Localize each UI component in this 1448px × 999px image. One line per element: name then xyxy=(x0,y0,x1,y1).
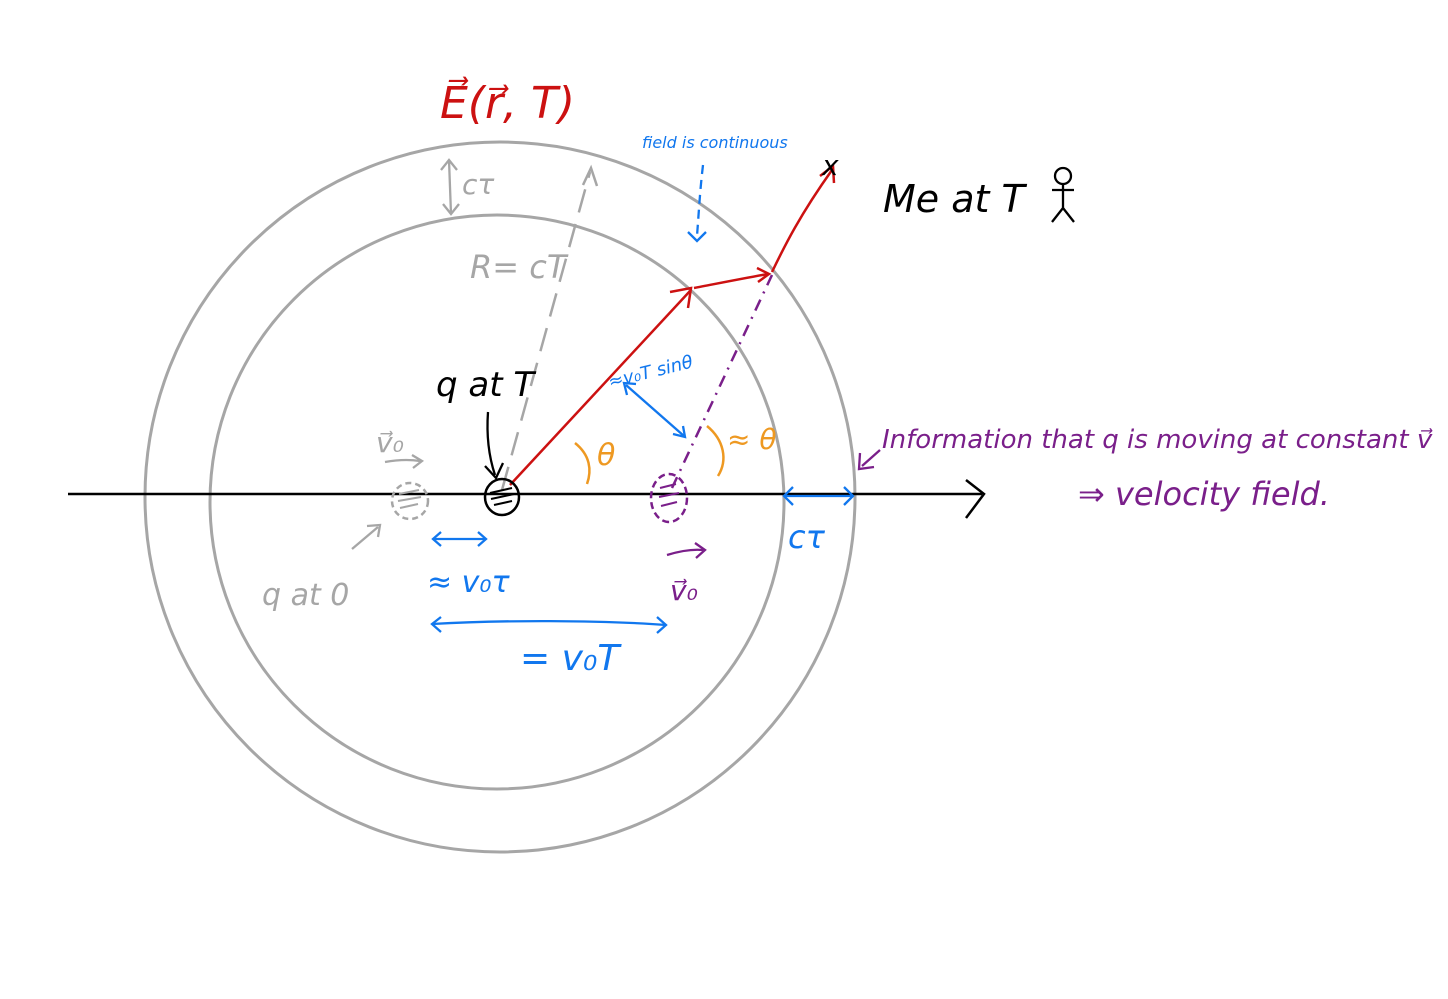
v0-gray-arrowhead-icon xyxy=(411,454,425,469)
extrapolated-charge xyxy=(649,472,689,524)
x-axis-arrowhead-icon xyxy=(965,479,986,519)
inner-shell xyxy=(208,213,786,791)
theta-label: θ xyxy=(597,438,615,473)
v0-purple-arrowhead-icon xyxy=(694,542,707,559)
charge-at-zero xyxy=(390,481,430,521)
radius-arrowhead-icon xyxy=(581,164,599,187)
field-continuous-label: field is continuous xyxy=(642,133,788,152)
e-field-label: E⃗(r⃗, T) xyxy=(440,76,575,129)
field-line-kink xyxy=(693,272,769,290)
info-line-1: Information that q is moving at constant… xyxy=(882,425,1433,455)
charge-at-t xyxy=(483,477,521,517)
q-at-t-pointer xyxy=(486,411,497,476)
field-line-inner-arrowhead-icon xyxy=(669,286,693,309)
field-line-outer xyxy=(770,169,834,273)
me-at-t-label: Me at T xyxy=(883,177,1028,221)
outer-shell xyxy=(143,140,857,854)
info-line-2: ⇒ velocity field. xyxy=(1078,475,1330,513)
c-tau-right-span-heads-icon xyxy=(782,486,855,506)
q-at-zero-pointer xyxy=(351,526,379,550)
v0-purple-arrow xyxy=(666,548,704,557)
radius-label: R= cT xyxy=(470,248,569,286)
v0-gray-label: v⃗₀ xyxy=(376,426,404,459)
info-pointer-arrowhead-icon xyxy=(857,452,875,471)
v0-t-span xyxy=(431,619,667,627)
field-continuous-arrowhead-icon xyxy=(687,231,707,243)
c-tau-top-marker xyxy=(440,158,460,216)
v0-tau-label: ≈ v₀τ xyxy=(427,565,510,600)
v0-t-label: = v₀T xyxy=(520,638,622,679)
approx-theta-label: ≈ θ xyxy=(727,423,777,456)
field-line-kink-arrowhead-icon xyxy=(756,266,772,284)
radius-dashed-line xyxy=(500,171,592,491)
v0-t-sin-span-heads-icon xyxy=(622,381,687,439)
v0-t-span-heads-icon xyxy=(430,616,668,634)
q-at-zero-pointer-arrowhead-icon xyxy=(366,523,382,538)
observer-x-label: x xyxy=(821,149,839,182)
theta-arc xyxy=(574,442,591,485)
info-pointer xyxy=(861,449,881,467)
c-tau-top-label: cτ xyxy=(462,168,494,201)
v0-t-sin-label: ≈v₀T sinθ xyxy=(606,352,695,393)
q-at-t-pointer-arrowhead-icon xyxy=(484,462,505,481)
v0-t-sin-span xyxy=(625,384,685,437)
q-at-t-label: q at T xyxy=(436,365,536,405)
field-line-outer-arrowhead-icon xyxy=(819,163,836,184)
field-line-inner xyxy=(509,290,691,486)
v0-tau-span-heads-icon xyxy=(431,531,488,547)
v0-purple-label: v⃗₀ xyxy=(670,574,698,607)
field-continuous-pointer xyxy=(695,164,705,237)
c-tau-right-label: cτ xyxy=(788,518,826,556)
approx-theta-arc xyxy=(706,425,725,477)
observer-stick-figure xyxy=(1051,166,1075,223)
retarded-position-line xyxy=(670,274,774,489)
v0-gray-arrow xyxy=(384,458,421,464)
q-at-zero-label: q at 0 xyxy=(262,578,349,613)
